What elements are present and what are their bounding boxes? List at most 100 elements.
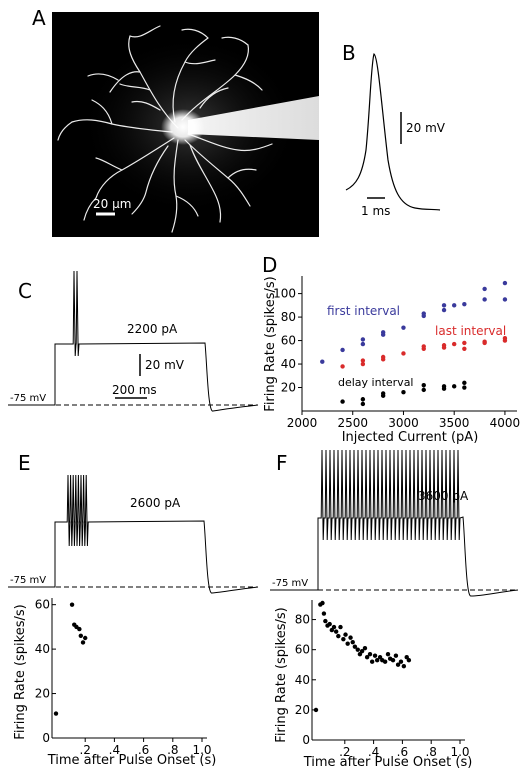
x-tick-label-E: .6	[138, 743, 149, 757]
x-tick-label-D: 3500	[439, 416, 470, 430]
data-point-last	[421, 344, 426, 349]
neuron-micrograph: 20 µm	[52, 12, 319, 237]
data-point-delay	[340, 399, 345, 404]
data-point-F	[385, 651, 391, 657]
data-point-first	[320, 359, 325, 364]
data-point-last	[451, 341, 457, 347]
current-label-f: 3600 pA	[418, 489, 469, 503]
data-point-F	[362, 645, 368, 651]
y-tick-label-F: 20	[295, 703, 310, 717]
y-tick-label-E: 20	[35, 687, 50, 701]
x-tick-label-F: .6	[397, 745, 408, 759]
y-tick-label-E: 0	[42, 731, 50, 745]
data-point-F	[375, 658, 380, 663]
data-point-F	[333, 629, 339, 634]
data-point-first	[441, 307, 447, 313]
data-point-F	[327, 621, 332, 627]
voltage-trace-f	[270, 449, 519, 597]
panel-c-letter: C	[18, 279, 32, 303]
data-point-delay	[380, 391, 386, 396]
data-point-last	[462, 340, 467, 346]
x-tick-label-F: 1.0	[450, 745, 469, 759]
data-point-first	[421, 311, 426, 316]
x-axis-label-d: Injected Current (pA)	[342, 430, 479, 445]
data-point-F	[367, 651, 373, 657]
y-tick-label-F: 80	[295, 613, 310, 627]
data-point-first	[502, 280, 508, 286]
y-tick-label-F: 60	[295, 643, 310, 657]
x-tick-label-D: 3000	[388, 416, 419, 430]
recording-pipette	[188, 96, 319, 140]
action-potential-trace	[345, 53, 441, 211]
data-point-last	[360, 358, 366, 363]
baseline-label-c: -75 mV	[10, 393, 46, 404]
x-axis-label-f: Time after Pulse Onset (s)	[303, 755, 473, 770]
data-point-first	[502, 297, 508, 302]
x-tick-label-E: 1.0	[192, 743, 211, 757]
annotation-delay-interval: delay interval	[338, 376, 414, 389]
y-tick-label-D: 20	[281, 381, 296, 395]
data-point-delay	[421, 382, 426, 388]
data-point-F	[364, 655, 370, 660]
panel-e-letter: E	[18, 451, 31, 475]
data-point-F	[321, 611, 327, 616]
data-point-last	[401, 351, 406, 356]
data-point-F	[390, 658, 396, 663]
data-point-E	[83, 635, 88, 641]
data-point-delay	[360, 401, 366, 407]
x-tick-label-D: 2500	[337, 416, 368, 430]
data-point-delay	[421, 387, 426, 393]
data-point-first	[482, 297, 487, 302]
data-point-delay	[451, 384, 457, 389]
data-point-F	[350, 639, 355, 645]
data-point-last	[462, 346, 467, 351]
panel-d-letter: D	[262, 253, 277, 277]
data-point-delay	[462, 380, 467, 386]
scale-label-c-voltage: 20 mV	[145, 358, 185, 372]
y-axis-label-f: Firing Rate (spikes/s)	[274, 607, 289, 742]
data-point-F	[369, 659, 375, 664]
data-point-F	[393, 653, 399, 658]
x-tick-label-D: 2000	[287, 416, 318, 430]
y-tick-label-D: 80	[281, 310, 296, 324]
data-point-delay	[462, 385, 467, 390]
data-point-F	[352, 644, 358, 649]
annotation-first-interval: first interval	[327, 304, 400, 318]
data-point-F	[398, 659, 404, 664]
y-tick-label-D: 60	[281, 334, 296, 348]
data-point-first	[380, 330, 386, 335]
x-tick-label-F: .8	[425, 745, 436, 759]
x-tick-label-F: .4	[368, 745, 379, 759]
y-tick-label-D: 40	[281, 357, 296, 371]
x-tick-label-E: .8	[167, 743, 178, 757]
data-point-F	[395, 662, 401, 667]
x-tick-label-E: .2	[79, 743, 90, 757]
data-point-E	[69, 602, 75, 607]
data-point-E	[53, 711, 59, 716]
scale-label-b-voltage: 20 mV	[406, 121, 446, 135]
data-point-last	[340, 364, 345, 369]
data-point-first	[360, 337, 366, 342]
cell-soma	[161, 109, 205, 145]
baseline-label-f: -75 mV	[272, 578, 308, 589]
data-point-F	[355, 647, 360, 652]
data-point-F	[338, 624, 343, 630]
data-point-first	[360, 341, 366, 347]
data-point-F	[323, 618, 328, 624]
data-point-F	[359, 648, 365, 654]
data-point-F	[313, 707, 319, 713]
y-axis-label-d: Firing Rate (spikes/s)	[263, 276, 278, 411]
x-tick-label-E: .4	[109, 743, 120, 757]
data-point-F	[406, 658, 412, 663]
y-tick-label-F: 0	[302, 733, 310, 747]
scale-label-a: 20 µm	[93, 197, 131, 211]
data-point-last	[502, 336, 508, 341]
current-label-c: 2200 pA	[127, 322, 178, 336]
y-tick-label-E: 60	[35, 598, 50, 612]
data-point-first	[462, 301, 467, 307]
data-point-E	[77, 626, 82, 632]
y-tick-label-D: 100	[273, 287, 296, 301]
